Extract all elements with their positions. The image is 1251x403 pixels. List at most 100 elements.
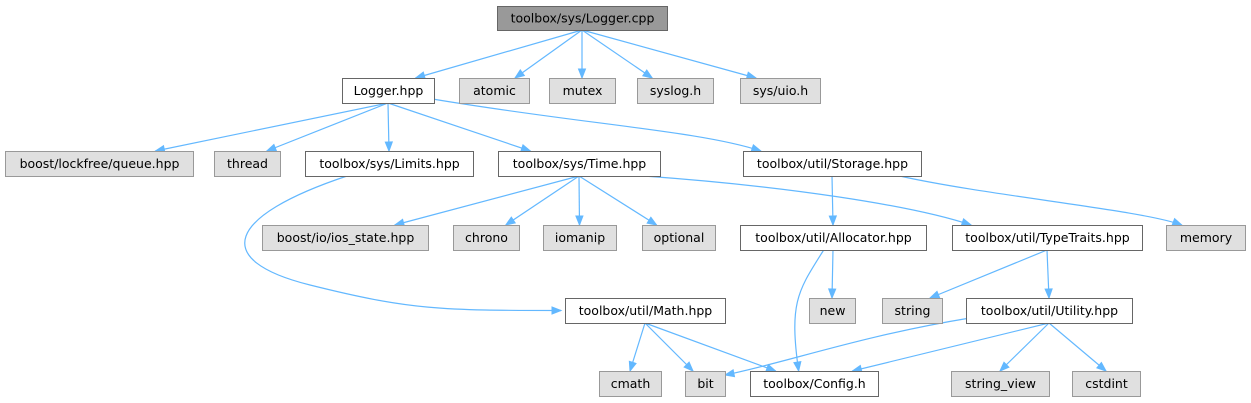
edge-utility-to-config — [851, 322, 1050, 373]
node-label: memory — [1180, 230, 1233, 245]
node-box — [1072, 371, 1141, 397]
node-box — [599, 371, 662, 397]
node-label: iomanip — [555, 230, 605, 245]
node-label: cstdint — [1085, 376, 1128, 391]
node-label: boost/lockfree/queue.hpp — [20, 156, 180, 171]
edge-time-to-chrono — [504, 175, 580, 226]
node-label: toolbox/Config.h — [763, 376, 865, 391]
node-lfqueue: boost/lockfree/queue.hpp — [5, 151, 194, 177]
node-iosstate: boost/io/ios_state.hpp — [262, 225, 429, 251]
arrowhead — [1044, 288, 1053, 300]
edge-time-to-typetraits — [643, 175, 973, 227]
node-box — [743, 151, 922, 177]
edge-time-to-optional — [578, 175, 658, 226]
node-math[interactable]: toolbox/util/Math.hpp — [565, 298, 726, 324]
arrowhead — [265, 143, 278, 152]
node-label: bit — [697, 376, 713, 391]
arrowhead — [628, 360, 637, 373]
edge-math-to-config — [644, 322, 777, 372]
node-string: string — [882, 298, 943, 324]
arrowhead — [999, 361, 1010, 372]
arrowhead — [504, 216, 517, 226]
node-bit: bit — [685, 371, 726, 397]
edge-root-to-syslog — [581, 29, 654, 79]
node-box — [952, 225, 1143, 251]
node-allocator[interactable]: toolbox/util/Allocator.hpp — [740, 225, 927, 251]
edge-typetraits-to-string — [928, 249, 1048, 299]
node-box — [342, 78, 435, 104]
node-label: toolbox/sys/Logger.cpp — [511, 11, 655, 26]
node-label: optional — [654, 230, 705, 245]
node-cmath: cmath — [599, 371, 662, 397]
node-label: toolbox/sys/Time.hpp — [513, 156, 647, 171]
edge-math-to-cmath — [628, 322, 646, 373]
node-storage[interactable]: toolbox/util/Storage.hpp — [743, 151, 922, 177]
edge-utility-to-cstdint — [1048, 322, 1108, 372]
node-new: new — [809, 298, 856, 324]
arrowhead — [750, 143, 763, 153]
node-box — [637, 78, 714, 104]
node-label: syslog.h — [650, 83, 701, 98]
node-box — [305, 151, 474, 177]
edge-math-to-bit — [644, 322, 694, 372]
node-label: mutex — [563, 83, 603, 98]
node-typetraits[interactable]: toolbox/util/TypeTraits.hpp — [952, 225, 1143, 251]
edge-allocator-to-new — [827, 249, 837, 300]
node-limits[interactable]: toolbox/sys/Limits.hpp — [305, 151, 474, 177]
node-uio: sys/uio.h — [740, 78, 821, 104]
edge-typetraits-to-utility — [1044, 249, 1053, 300]
arrowhead — [827, 288, 837, 300]
arrowhead — [683, 361, 694, 372]
arrowhead — [384, 141, 394, 153]
edge-logger-to-limits — [384, 102, 394, 153]
arrowhead — [646, 216, 658, 226]
node-box — [740, 225, 927, 251]
edge-root-to-logger — [414, 29, 583, 80]
node-box — [543, 225, 617, 251]
node-box — [549, 78, 616, 104]
node-box — [453, 225, 520, 251]
node-label: toolbox/util/Math.hpp — [579, 303, 713, 318]
node-box — [565, 298, 726, 324]
edges-layer — [154, 29, 1184, 378]
node-box — [497, 6, 668, 31]
node-label: string — [895, 303, 931, 318]
arrowhead — [575, 215, 584, 227]
edge-logger-to-thread — [265, 102, 389, 152]
node-label: string_view — [965, 376, 1036, 391]
arrowhead — [641, 69, 654, 79]
arrowhead — [928, 290, 941, 299]
node-label: sys/uio.h — [753, 83, 808, 98]
node-box — [5, 151, 194, 177]
edge-storage-to-memory — [899, 175, 1184, 226]
node-box — [262, 225, 429, 251]
arrowhead — [414, 71, 426, 80]
node-config[interactable]: toolbox/Config.h — [750, 371, 879, 397]
node-label: toolbox/util/Allocator.hpp — [755, 230, 912, 245]
node-box — [882, 298, 943, 324]
node-chrono: chrono — [453, 225, 520, 251]
node-box — [214, 151, 281, 177]
arrowhead — [745, 71, 758, 80]
node-box — [750, 371, 879, 397]
edge-root-to-mutex — [577, 30, 587, 80]
node-label: toolbox/sys/Limits.hpp — [319, 156, 459, 171]
node-box — [685, 371, 726, 397]
node-root[interactable]: toolbox/sys/Logger.cpp — [497, 6, 668, 31]
arrowhead — [1171, 217, 1184, 226]
node-logger[interactable]: Logger.hpp — [342, 78, 435, 104]
edge-limits-to-math — [244, 175, 563, 315]
arrowhead — [960, 217, 973, 227]
node-syslog: syslog.h — [637, 78, 714, 104]
node-label: toolbox/util/TypeTraits.hpp — [965, 230, 1129, 245]
node-stringview: string_view — [951, 371, 1050, 397]
edge-logger-to-storage — [433, 98, 763, 153]
edge-root-to-uio — [581, 29, 758, 80]
node-utility[interactable]: toolbox/util/Utility.hpp — [966, 298, 1133, 324]
node-time[interactable]: toolbox/sys/Time.hpp — [498, 151, 661, 177]
node-label: boost/io/ios_state.hpp — [277, 230, 415, 245]
arrowhead — [1096, 361, 1108, 372]
arrowhead — [520, 143, 532, 152]
edge-storage-to-allocator — [828, 175, 838, 227]
